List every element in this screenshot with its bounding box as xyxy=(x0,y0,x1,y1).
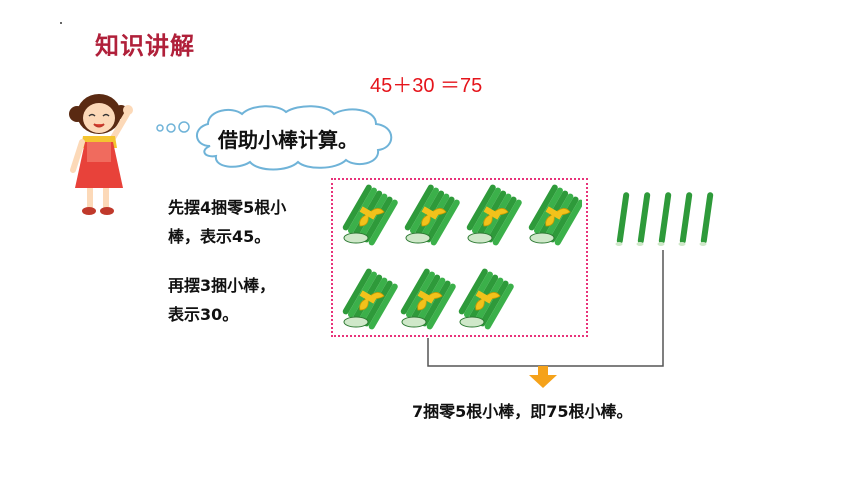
slide-title: 知识讲解 xyxy=(95,32,195,60)
thought-cloud xyxy=(156,105,393,171)
thought-text: 借助小棒计算。 xyxy=(218,128,358,152)
down-arrow-icon xyxy=(529,366,557,388)
loose-stick xyxy=(699,192,714,246)
corner-mark xyxy=(60,22,62,24)
loose-stick xyxy=(657,192,672,246)
loose-sticks xyxy=(615,192,714,246)
loose-stick xyxy=(636,192,651,246)
loose-stick xyxy=(678,192,693,246)
step2-text: 再摆3捆小棒， 表示30。 xyxy=(168,271,275,329)
step1-line1: 先摆4捆零5根小 xyxy=(168,198,287,217)
step2-line1: 再摆3捆小棒， xyxy=(168,276,276,295)
girl-illustration xyxy=(69,94,133,215)
loose-stick xyxy=(615,192,630,246)
equation: 45＋30 ＝75 xyxy=(370,75,483,97)
step2-line2: 表示30。 xyxy=(168,305,239,324)
step1-line2: 棒，表示45。 xyxy=(168,227,271,246)
step1-text: 先摆4捆零5根小 棒，表示45。 xyxy=(168,193,286,251)
result-text: 7捆零5根小棒，即75根小棒。 xyxy=(412,402,633,421)
bundles-box xyxy=(331,178,588,337)
